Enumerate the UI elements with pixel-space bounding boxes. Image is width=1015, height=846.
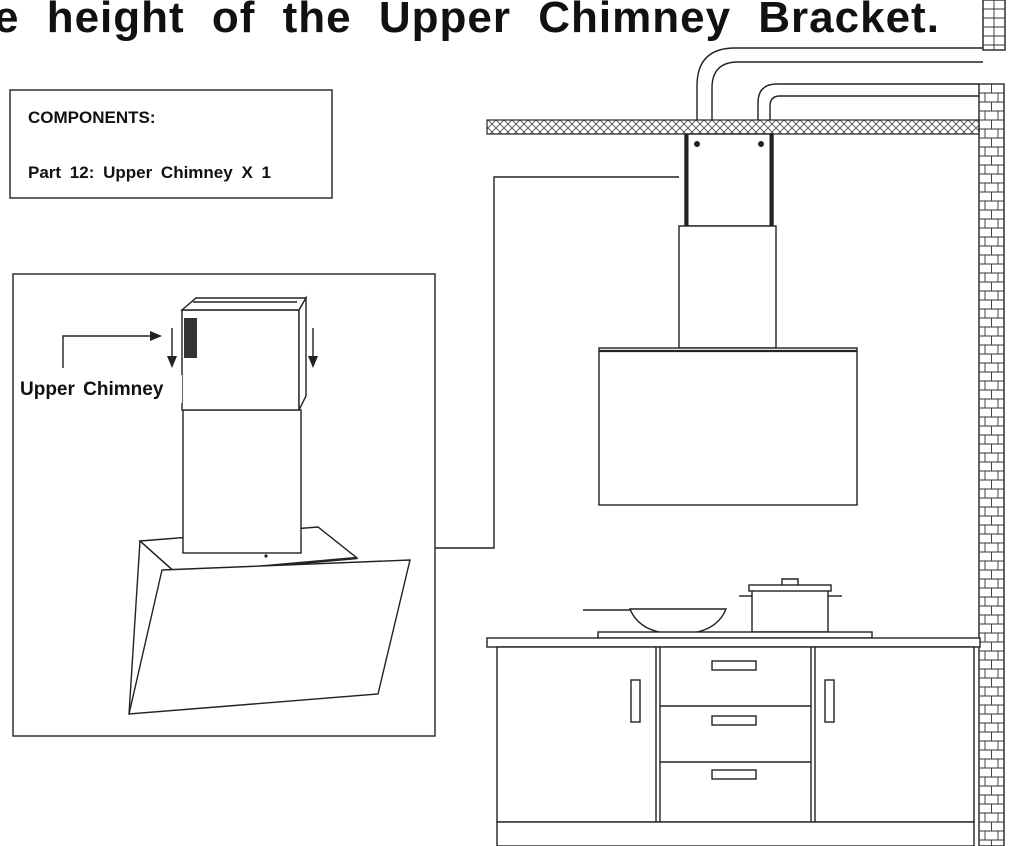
callout-arrow-icon [62,331,162,368]
brick-courses [979,0,1005,846]
brick-wall [978,0,1006,846]
detail-lower-chimney [182,409,302,554]
ceiling-slab [486,119,980,135]
left-door-handle [630,679,641,723]
components-title: COMPONENTS: [28,108,156,127]
down-arrow-icon [167,328,177,368]
countertop [486,637,981,648]
lower-chimney [678,225,777,349]
exhaust-ducts [696,47,983,120]
drawer-handle [711,769,757,780]
hood-body [598,347,858,506]
down-arrow-icon [308,328,318,368]
leader-line [435,176,679,549]
cooktop [597,631,873,639]
components-box: COMPONENTS: Part 12: Upper Chimney X 1 [9,89,333,199]
glass-panel [128,559,411,715]
wok [583,608,728,635]
pot [739,578,842,633]
drawer-handle [711,660,757,671]
page-heading: e height of the Upper Chimney Bracket. [0,0,940,42]
right-door-handle [824,679,835,723]
upper-chimney-installed [684,133,774,227]
detail-view: Upper Chimney [12,273,436,737]
vent-grille-icon [184,318,197,358]
upper-chimney-label: Upper Chimney [20,379,164,400]
drawer-handle [711,715,757,726]
components-item: Part 12: Upper Chimney X 1 [28,163,271,182]
screw-icon [758,141,764,147]
base-cabinets [496,646,975,846]
heading-group: e height of the Upper Chimney Bracket. [0,0,940,42]
detail-upper-chimney [180,295,308,411]
screw-icon [694,141,700,147]
